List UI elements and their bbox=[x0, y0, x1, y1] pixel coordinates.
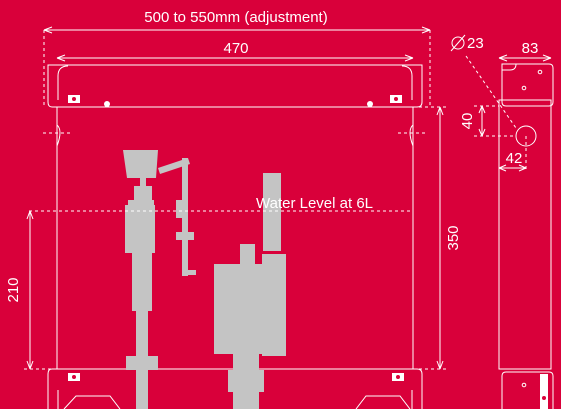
fill-valve bbox=[123, 150, 196, 409]
diameter-leader bbox=[465, 55, 517, 129]
hole-offset-vertical-label: 40 bbox=[459, 113, 476, 130]
hole-diameter-label: 23 bbox=[467, 35, 484, 52]
side-view: 83 23 40 42 bbox=[450, 34, 554, 409]
diameter-symbol-icon bbox=[450, 34, 466, 52]
hole-horizontal-dimension bbox=[498, 136, 527, 172]
side-top-bracket bbox=[501, 63, 554, 107]
flush-valve bbox=[214, 173, 286, 409]
top-bracket-rivet-right bbox=[367, 101, 373, 107]
hole-offset-horizontal-label: 42 bbox=[506, 150, 523, 167]
side-body bbox=[498, 99, 552, 370]
height-label: 350 bbox=[445, 225, 462, 250]
bottom-bracket-screw-right bbox=[392, 373, 404, 381]
top-bracket bbox=[47, 64, 423, 108]
bottom-bracket-screw-left bbox=[68, 373, 80, 381]
adjustment-label: 500 to 550mm (adjustment) bbox=[144, 9, 327, 26]
water-level-height-label: 210 bbox=[5, 277, 22, 302]
water-level-label: Water Level at 6L bbox=[256, 195, 373, 212]
front-view: Water Level at 6L 500 to 550mm (adjustme… bbox=[5, 9, 462, 409]
height-dimension bbox=[413, 106, 448, 370]
depth-label: 83 bbox=[522, 40, 539, 57]
top-bracket-screw-left bbox=[68, 95, 80, 103]
side-bottom-bracket bbox=[501, 371, 554, 409]
clip-left bbox=[56, 124, 61, 147]
top-bracket-screw-right bbox=[390, 95, 402, 103]
adjustment-dimension bbox=[43, 26, 431, 105]
width-label: 470 bbox=[223, 40, 248, 57]
depth-dimension bbox=[498, 54, 552, 62]
top-bracket-rivet-left bbox=[104, 101, 110, 107]
width-dimension bbox=[56, 54, 414, 62]
inlet-hole bbox=[515, 125, 537, 147]
hole-vertical-dimension bbox=[474, 105, 516, 137]
water-level-dimension bbox=[24, 210, 57, 370]
